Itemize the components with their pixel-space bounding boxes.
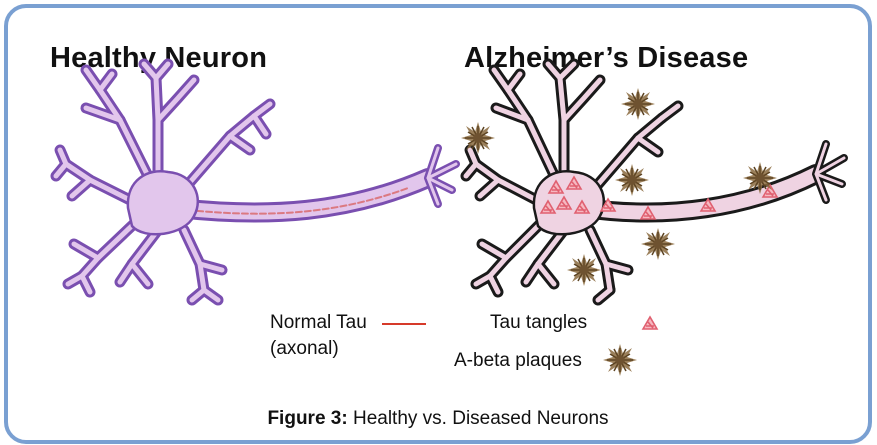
caption-label: Figure 3: <box>267 408 347 429</box>
legend-abeta-plaques: A-beta plaques <box>454 350 582 372</box>
legend-normal-tau: Normal Tau <box>270 312 367 334</box>
legend-tau-tangles: Tau tangles <box>490 312 587 334</box>
figure-frame: Healthy Neuron Alzheimer’s Disease <box>4 4 872 444</box>
legend-normal-tau-sub: (axonal) <box>270 338 339 360</box>
figure-caption: Figure 3: Healthy vs. Diseased Neurons <box>8 408 868 430</box>
alzheimers-neuron <box>466 64 844 300</box>
abeta-plaque-icon <box>603 344 637 376</box>
caption-text: Healthy vs. Diseased Neurons <box>353 408 609 429</box>
tau-tangle-icon <box>643 317 657 329</box>
healthy-neuron <box>56 64 456 300</box>
neuron-illustration <box>8 8 868 440</box>
